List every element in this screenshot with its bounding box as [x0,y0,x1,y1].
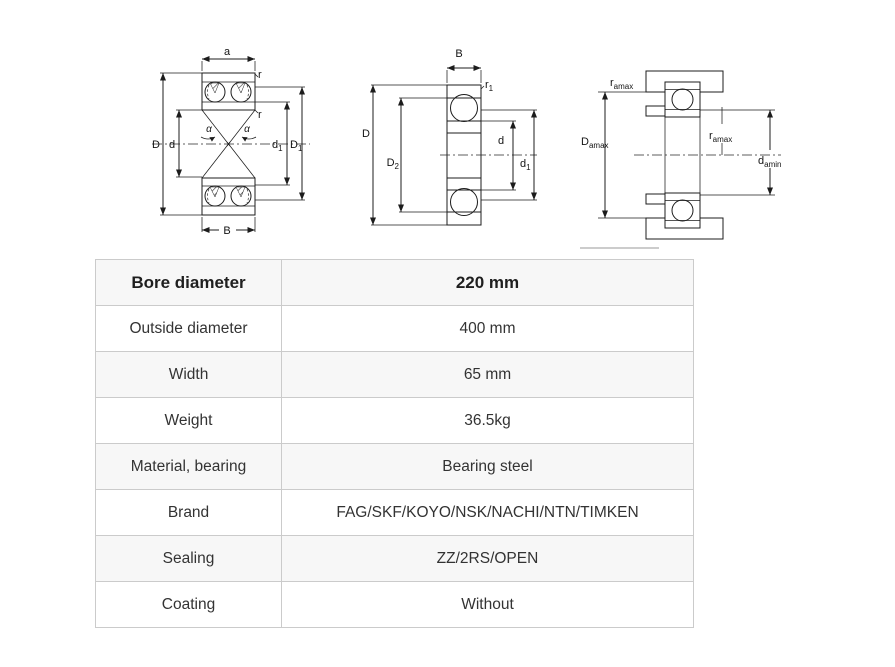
spec-value: FAG/SKF/KOYO/NSK/NACHI/NTN/TIMKEN [281,489,694,536]
dim-label-d1: d1 [272,139,283,153]
spec-label: Coating [95,581,282,628]
spec-label: Bore diameter [95,259,282,306]
spec-label: Weight [95,397,282,444]
spec-label: Outside diameter [95,305,282,352]
mounted-bearing-diagram: Damax ramax ramax damin [580,70,781,249]
spec-row-material: Material, bearing Bearing steel [95,443,694,490]
spec-value: 220 mm [281,259,694,306]
angular-contact-bearing-diagram: a B D d d1 D1 r r α α [152,46,310,237]
spec-value: Without [281,581,694,628]
dim-label-B: B [223,225,230,237]
dim-label-damin: damin [758,155,781,169]
spec-value: ZZ/2RS/OPEN [281,535,694,582]
dim-label-r-top: r [258,69,262,81]
specifications-table: Bore diameter 220 mm Outside diameter 40… [95,259,694,628]
dim-label-r-mid: r [258,109,262,121]
deep-groove-bearing-diagram: B r1 D D2 d d1 [362,48,537,226]
dim-label-a: a [224,46,231,58]
dim-label-D2: D2 [387,157,400,171]
spec-label: Material, bearing [95,443,282,490]
dim-label-Damax: Damax [581,136,609,150]
spec-value: 65 mm [281,351,694,398]
dim-label-d: d [169,139,175,151]
spec-row-brand: Brand FAG/SKF/KOYO/NSK/NACHI/NTN/TIMKEN [95,489,694,536]
dim-label-B: B [455,48,462,60]
spec-row-bore-diameter: Bore diameter 220 mm [95,259,694,306]
dim-label-D: D [362,128,370,140]
dim-label-alpha-right: α [244,124,250,135]
spec-row-sealing: Sealing ZZ/2RS/OPEN [95,535,694,582]
dim-label-r1: r1 [485,79,494,93]
dim-label-ramax-top: ramax [610,77,633,91]
dim-label-D1: D1 [290,139,303,153]
spec-label: Width [95,351,282,398]
dim-label-d1: d1 [520,158,531,172]
dim-label-ramax-mid: ramax [709,130,732,144]
dim-label-d: d [498,135,504,147]
spec-row-coating: Coating Without [95,581,694,628]
spec-value: 36.5kg [281,397,694,444]
dim-label-D: D [152,139,160,151]
spec-row-outside-diameter: Outside diameter 400 mm [95,305,694,352]
spec-row-width: Width 65 mm [95,351,694,398]
spec-value: 400 mm [281,305,694,352]
spec-label: Sealing [95,535,282,582]
spec-label: Brand [95,489,282,536]
spec-row-weight: Weight 36.5kg [95,397,694,444]
spec-value: Bearing steel [281,443,694,490]
dim-label-alpha-left: α [206,124,212,135]
